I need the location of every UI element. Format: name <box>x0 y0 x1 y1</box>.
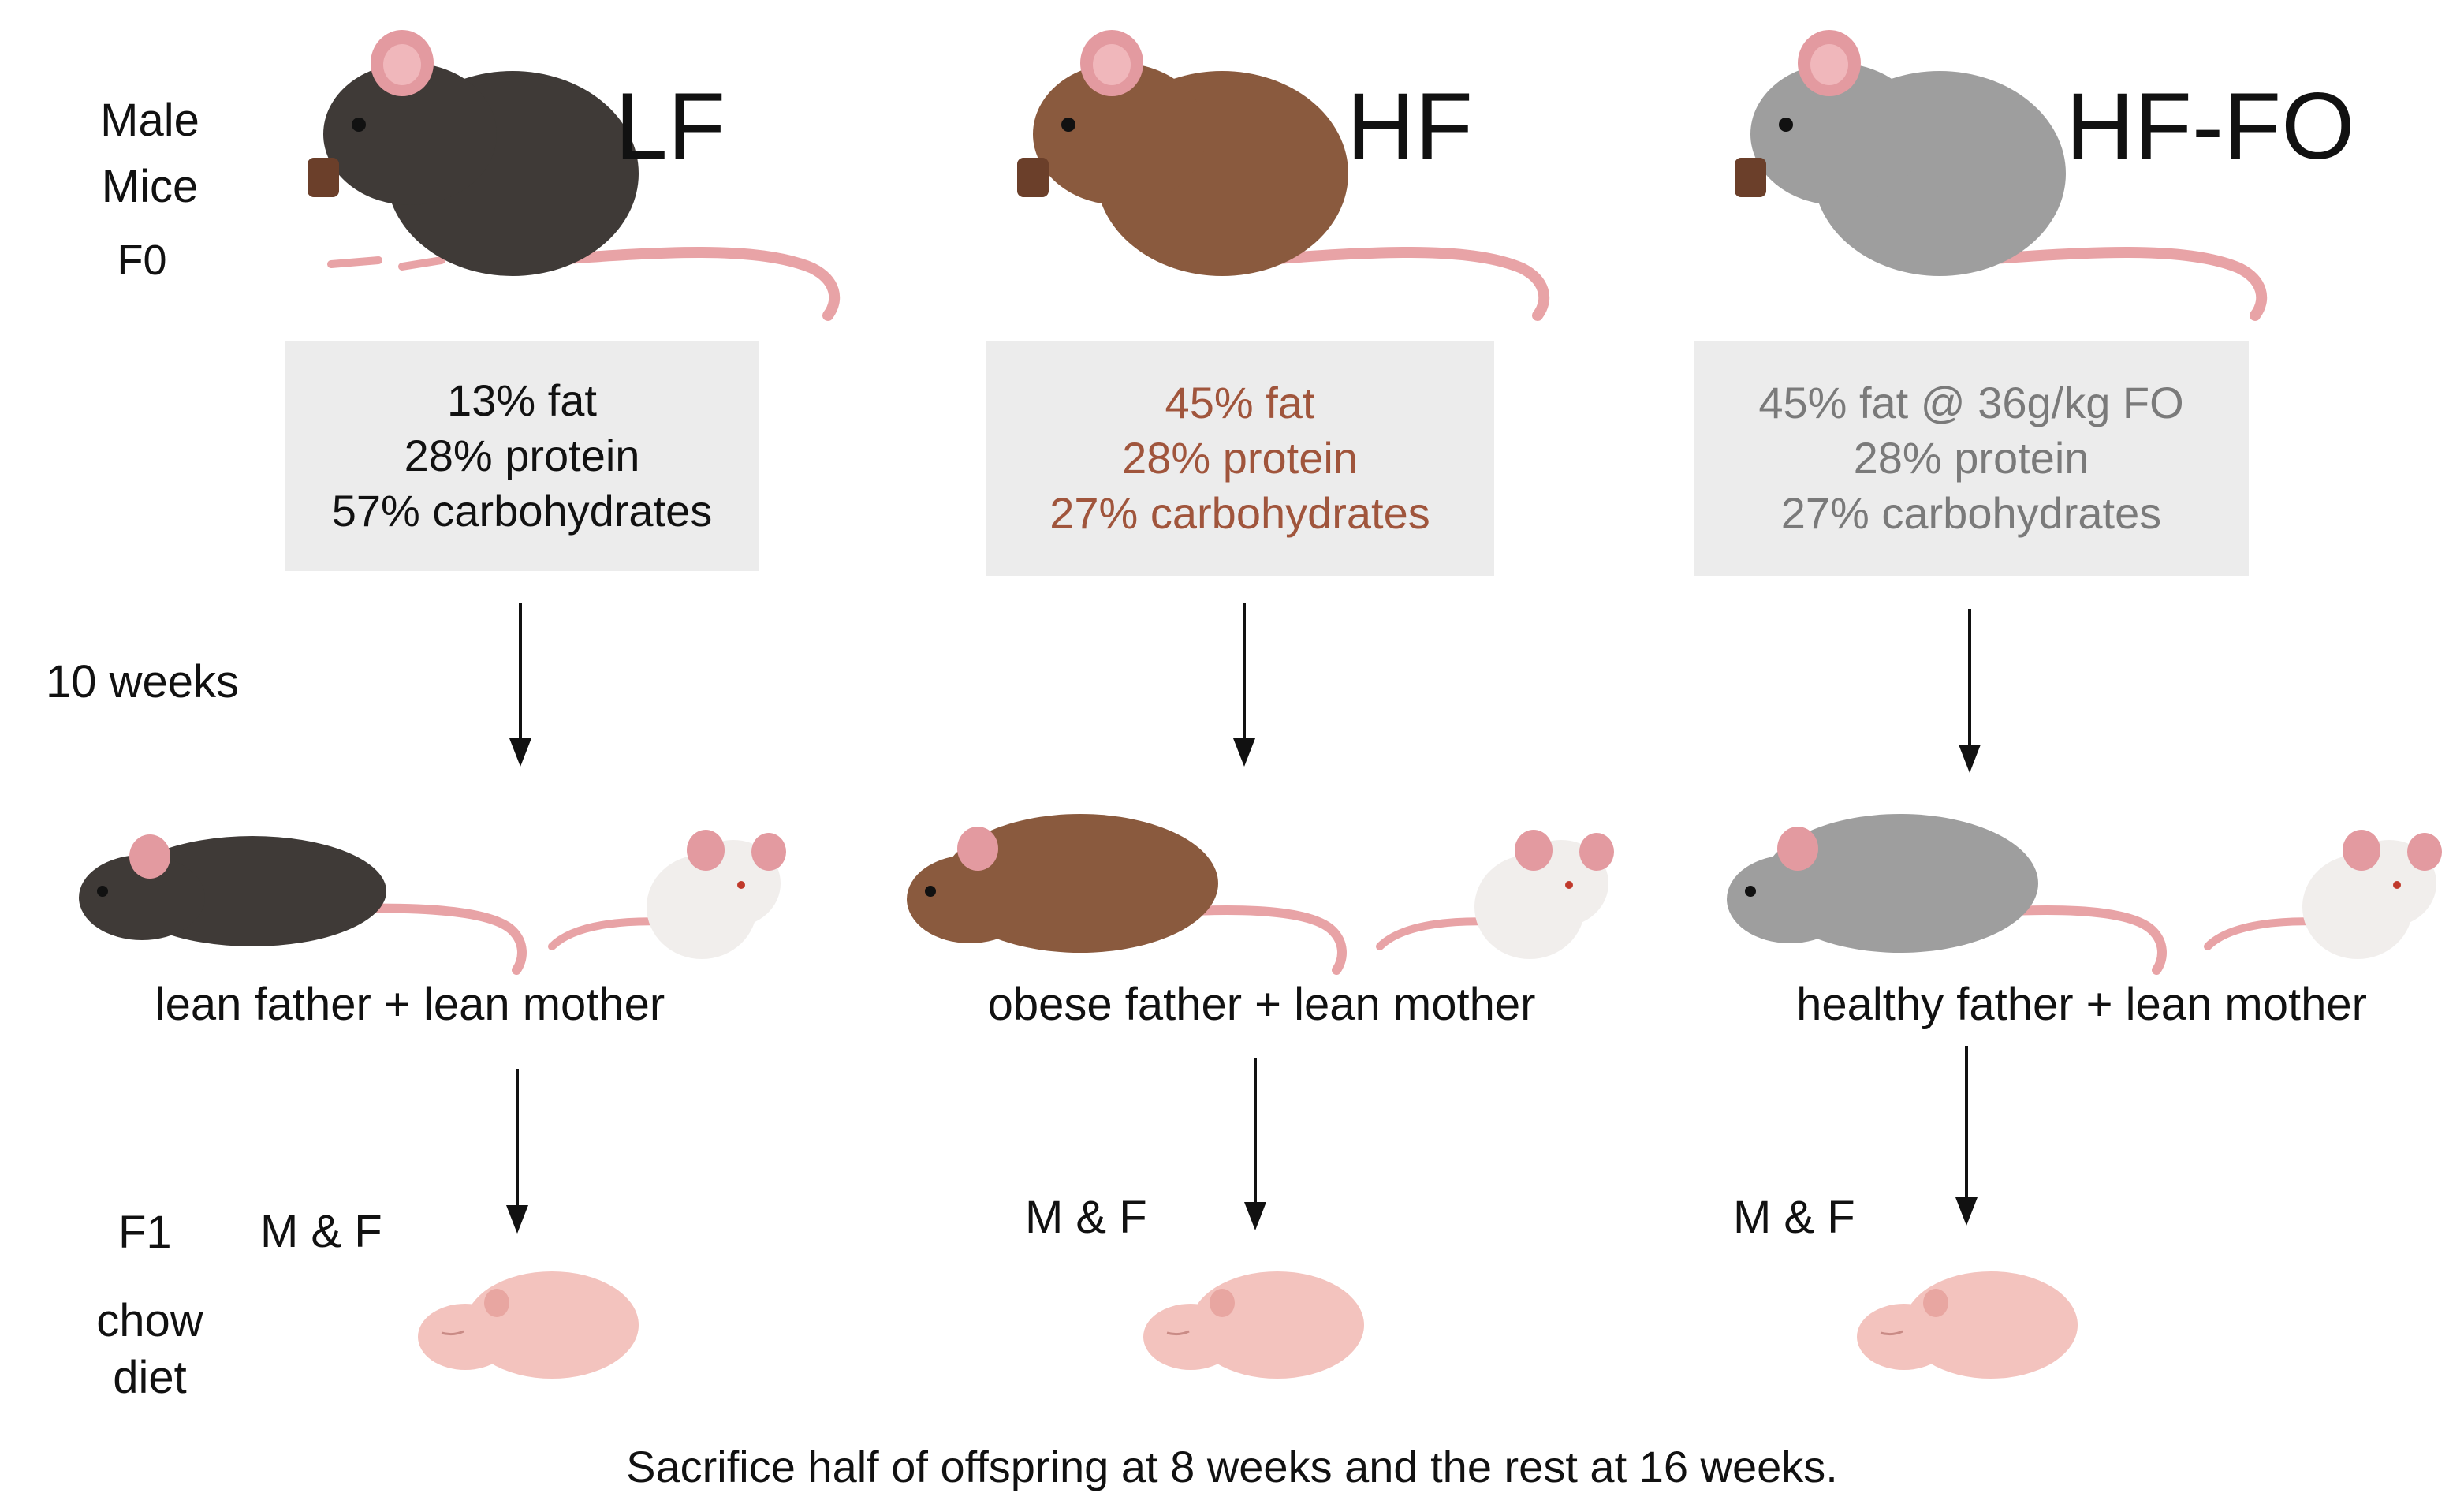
label-duration: 10 weeks <box>46 656 240 707</box>
arrow-down-icon <box>1955 1046 1978 1226</box>
mouse-hf-f0-icon <box>1017 30 1550 321</box>
diet-line: 28% protein <box>1853 433 2089 483</box>
diet-box-hf-fo: 45% fat @ 36g/kg FO 28% protein 27% carb… <box>1694 341 2249 576</box>
label-chow: chow <box>96 1295 203 1346</box>
mouse-lf-father-icon <box>79 834 527 975</box>
pup-lf-icon <box>418 1271 639 1379</box>
offspring-label-hf-fo: M & F <box>1733 1192 1855 1243</box>
diet-line: 27% carbohydrates <box>1049 488 1430 538</box>
diet-box-lf: 13% fat 28% protein 57% carbohydrates <box>285 341 759 571</box>
label-mice: Mice <box>101 161 199 212</box>
label-generation-f1: F1 <box>118 1207 172 1258</box>
diet-line: 45% fat <box>1165 378 1315 427</box>
pairing-label-hf-fo: healthy father + lean mother <box>1796 979 2367 1030</box>
diet-line: 45% fat @ 36g/kg FO <box>1758 378 2184 427</box>
diet-line: 28% protein <box>404 431 640 480</box>
diet-line: 57% carbohydrates <box>331 486 713 536</box>
mouse-lf-f0-icon <box>308 30 841 321</box>
diet-line: 27% carbohydrates <box>1780 488 2162 538</box>
diet-line: 13% fat <box>447 375 597 425</box>
pup-hf-fo-icon <box>1857 1271 2078 1379</box>
mouse-hf-father-icon <box>907 814 1347 975</box>
offspring-label-lf: M & F <box>260 1206 382 1257</box>
mouse-hf-fo-mother-icon <box>2204 830 2442 959</box>
offspring-label-hf: M & F <box>1025 1192 1147 1243</box>
mouse-lf-mother-icon <box>548 830 786 959</box>
arrow-down-icon <box>506 1069 528 1234</box>
diet-line: 28% protein <box>1122 433 1358 483</box>
footer-note: Sacrifice half of offspring at 8 weeks a… <box>626 1442 1838 1491</box>
group-title-hf-fo: HF-FO <box>2066 73 2355 179</box>
arrow-down-icon <box>1959 609 1981 773</box>
arrow-down-icon <box>1233 603 1255 767</box>
pairing-label-hf: obese father + lean mother <box>987 979 1536 1030</box>
label-generation-f0: F0 <box>117 237 167 284</box>
mouse-hf-fo-f0-icon <box>1735 30 2268 321</box>
arrow-down-icon <box>1244 1058 1266 1230</box>
label-male: Male <box>100 95 199 146</box>
mouse-hf-mother-icon <box>1376 830 1614 959</box>
group-title-lf: LF <box>615 73 726 179</box>
pup-hf-icon <box>1143 1271 1364 1379</box>
pairing-label-lf: lean father + lean mother <box>155 979 665 1030</box>
label-diet: diet <box>113 1352 187 1403</box>
mouse-hf-fo-father-icon <box>1727 814 2167 975</box>
diet-box-hf: 45% fat 28% protein 27% carbohydrates <box>986 341 1494 576</box>
arrow-down-icon <box>509 603 531 767</box>
group-title-hf: HF <box>1347 73 1473 179</box>
